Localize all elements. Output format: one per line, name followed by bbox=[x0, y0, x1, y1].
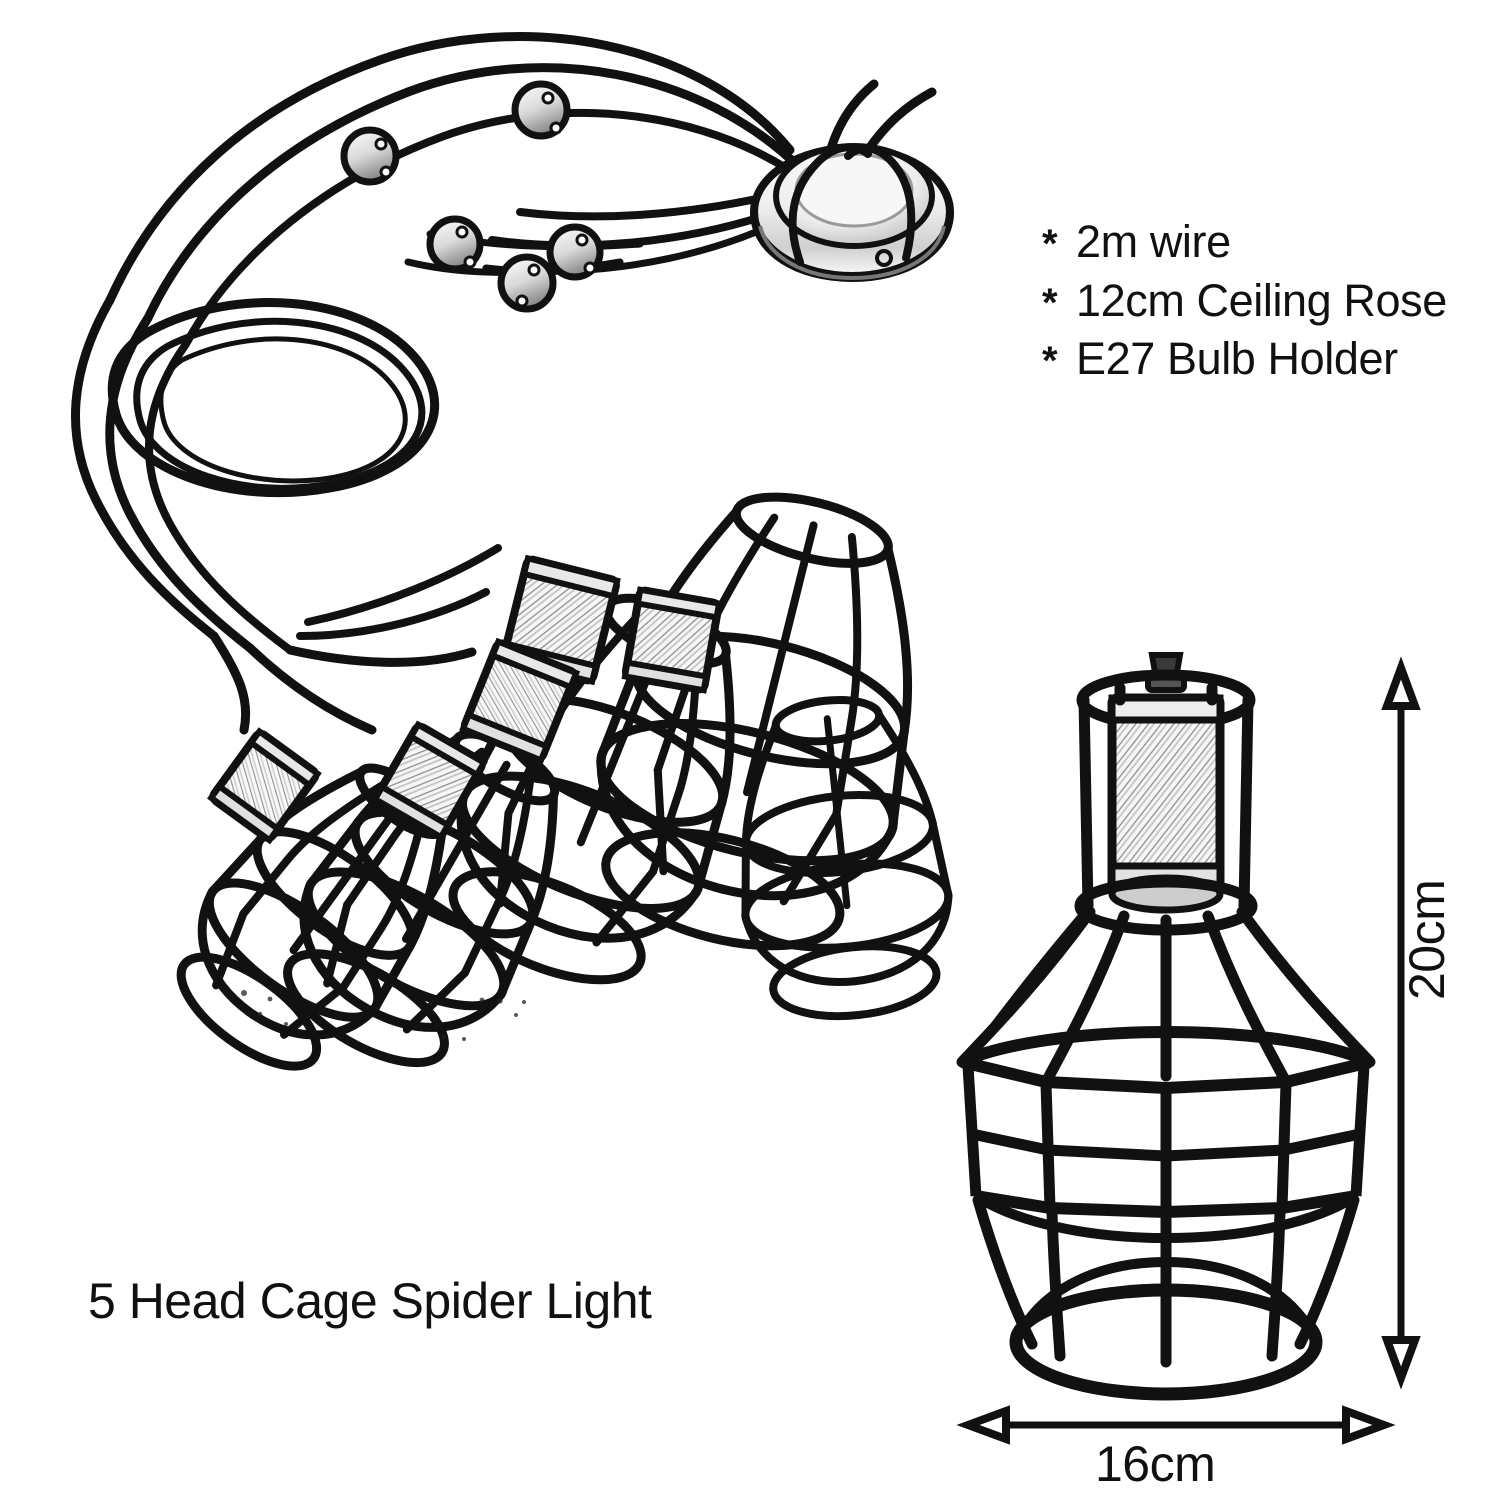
cage-shade-icon bbox=[176, 763, 449, 1071]
cable-clip-icon bbox=[497, 253, 557, 313]
feature-label: 2m wire bbox=[1076, 216, 1231, 267]
cable-clip-icon bbox=[426, 215, 484, 273]
cage-shade-icon bbox=[596, 492, 913, 951]
cable-clip-icon bbox=[546, 223, 604, 281]
cable-clip-group bbox=[340, 80, 604, 313]
bullet-asterisk: * bbox=[1042, 222, 1058, 266]
arrow-right-icon bbox=[1342, 1405, 1396, 1445]
single-cage-lamp bbox=[956, 652, 1376, 1401]
arrow-down-icon bbox=[1381, 1336, 1421, 1390]
bulb-holder-icon bbox=[459, 637, 581, 765]
bullet-asterisk: * bbox=[1042, 280, 1058, 325]
arrow-up-icon bbox=[1381, 656, 1421, 710]
cable-group bbox=[71, 32, 816, 735]
cluster-bulb-holders bbox=[206, 554, 723, 845]
cage-shade-icon bbox=[741, 696, 953, 1021]
bulb-holder-icon bbox=[499, 554, 621, 686]
ceiling-rose-icon bbox=[750, 79, 954, 283]
cage-shade-icon bbox=[448, 593, 735, 985]
feature-label: 12cm Ceiling Rose bbox=[1076, 274, 1447, 326]
arrow-left-icon bbox=[956, 1405, 1010, 1445]
bullet-asterisk: * bbox=[1042, 339, 1058, 384]
product-title: 5 Head Cage Spider Light bbox=[88, 1273, 652, 1329]
feature-item: * 12cm Ceiling Rose bbox=[1042, 274, 1482, 326]
feature-list: * 2m wire * 12cm Ceiling Rose * E27 Bulb… bbox=[1042, 216, 1482, 394]
cable-clip-icon bbox=[511, 80, 571, 140]
cage-cluster bbox=[176, 492, 953, 1071]
cage-shade-icon bbox=[283, 729, 560, 1068]
bulb-holder-icon bbox=[370, 720, 489, 842]
cable-clip-icon bbox=[340, 126, 400, 186]
width-dimension-label: 16cm bbox=[1095, 1436, 1216, 1492]
height-dimension-label: 20cm bbox=[1399, 879, 1455, 1000]
feature-item: * E27 Bulb Holder bbox=[1042, 335, 1482, 384]
feature-item: * 2m wire bbox=[1042, 216, 1482, 267]
feature-label: E27 Bulb Holder bbox=[1076, 333, 1398, 385]
bulb-holder-icon bbox=[1107, 693, 1225, 914]
bulb-holder-icon bbox=[206, 727, 322, 845]
bulb-holder-icon bbox=[621, 586, 723, 694]
dimension-lines bbox=[956, 656, 1421, 1445]
speck-group bbox=[241, 990, 526, 1041]
